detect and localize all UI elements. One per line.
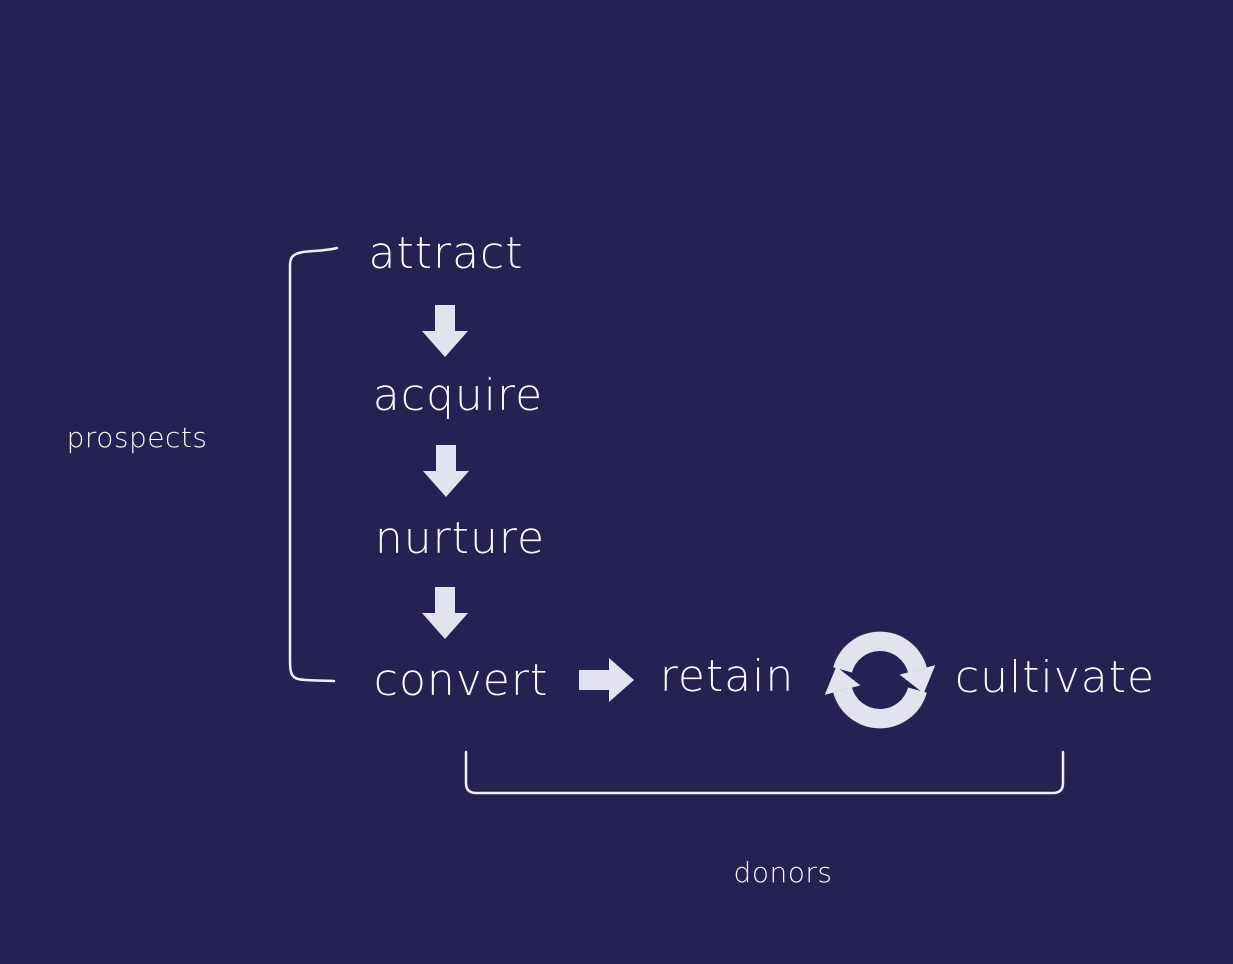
prospects-bracket [288, 246, 339, 683]
down-arrow-icon [423, 445, 469, 497]
donors-bracket [464, 750, 1065, 795]
prospects-group-label: prospects [66, 421, 208, 454]
stage-acquire: acquire [372, 370, 544, 421]
stage-attract: attract [368, 228, 524, 279]
right-arrow-icon [579, 658, 634, 702]
donors-group-label: donors [733, 856, 833, 889]
down-arrow-icon [422, 305, 468, 357]
down-arrow-icon [422, 587, 468, 639]
stage-nurture: nurture [374, 513, 546, 564]
stage-convert: convert [373, 655, 549, 706]
cycle-arrows-icon [824, 631, 936, 729]
stage-cultivate: cultivate [954, 652, 1156, 703]
stage-retain: retain [659, 651, 795, 702]
